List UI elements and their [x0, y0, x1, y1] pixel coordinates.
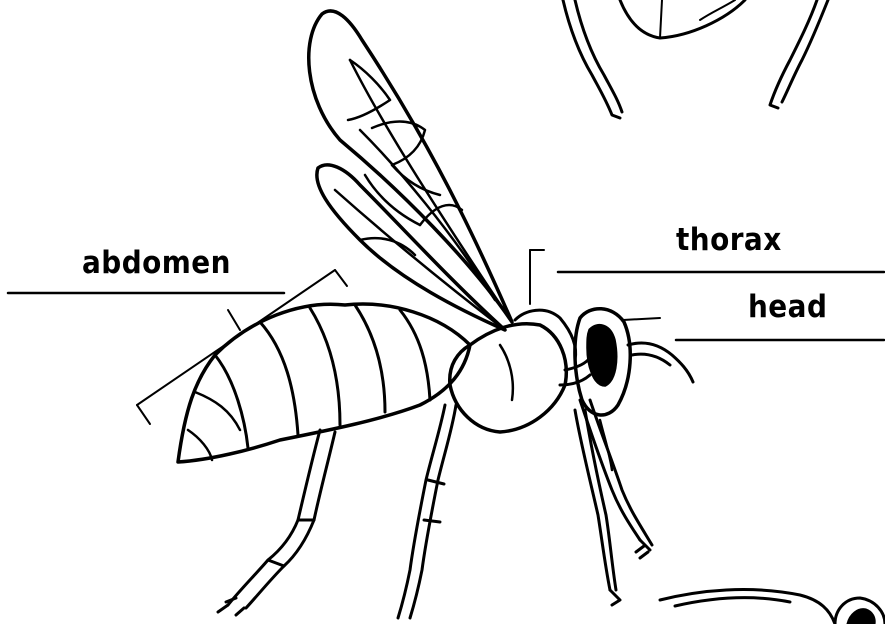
abdomen-label: abdomen: [82, 248, 231, 279]
inset-bottom-right-view: [660, 590, 885, 624]
middle-leg: [398, 405, 456, 618]
thorax-body: [450, 310, 576, 432]
hind-leg: [218, 430, 335, 615]
inset-head-front-view: [563, 0, 828, 118]
head-label: head: [748, 292, 827, 323]
abdomen-body: [178, 304, 470, 462]
thorax-label: thorax: [676, 225, 782, 256]
thorax-bracket: [530, 250, 544, 304]
front-leg: [575, 400, 652, 605]
antenna: [628, 343, 693, 382]
compound-eye: [588, 326, 616, 385]
head-bracket: [623, 318, 660, 320]
